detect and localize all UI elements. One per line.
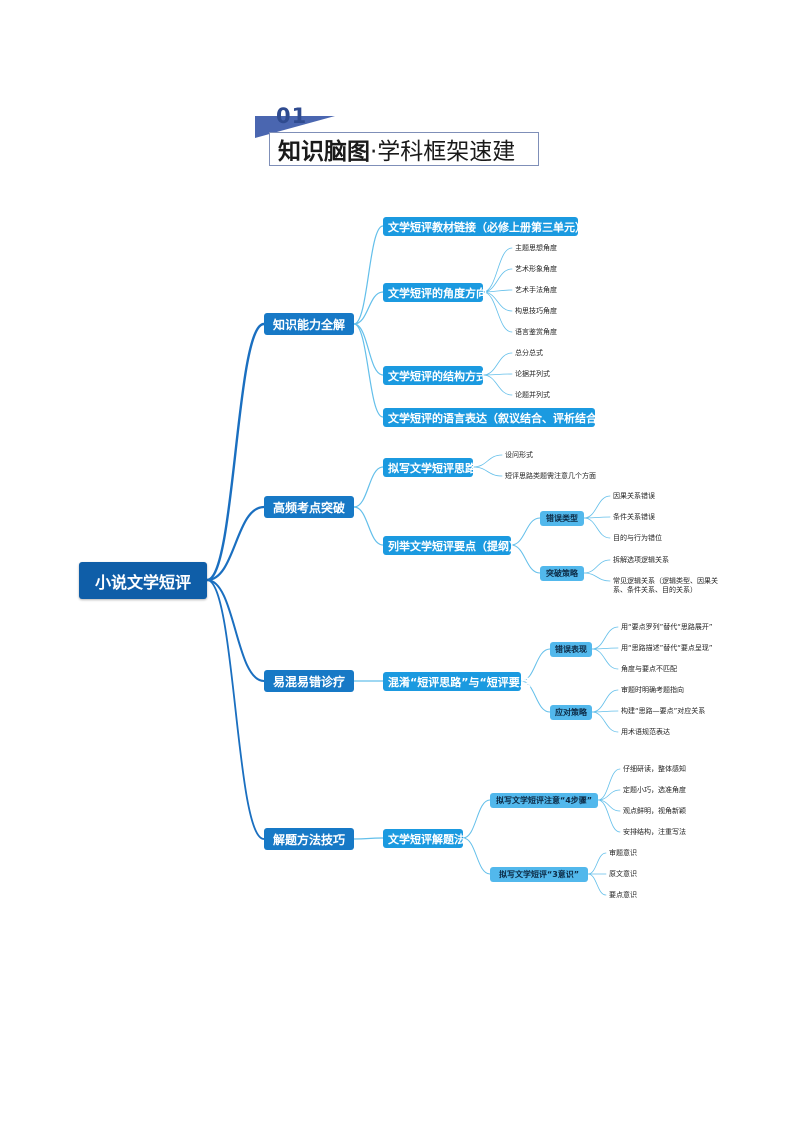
node-outline-ideas: 拟写文学短评思路 — [383, 458, 476, 477]
node-four-steps: 拟写文学短评注意“4步骤” — [490, 793, 598, 808]
leaf-question-form: 设问形式 — [505, 451, 533, 459]
leaf-argument-parallel: 论据并列式 — [515, 370, 550, 378]
node-error-show: 错误表现 — [550, 642, 592, 657]
connector-points-1 — [510, 544, 541, 574]
leaf-angle-mismatch: 角度与要点不匹配 — [621, 665, 677, 673]
section-header: 01 知识脑图 ·学科框架速建 — [255, 104, 545, 168]
branch-confusion: 易混易错诊疗 — [264, 670, 354, 692]
node-structure: 文学短评的结构方式 — [383, 366, 487, 385]
node-language: 文学短评的语言表达（叙议结合、评析结合） — [383, 408, 608, 427]
connector-aware-0 — [587, 852, 607, 875]
connector-errtype-0 — [583, 495, 611, 519]
connector-aware-2 — [587, 873, 607, 896]
leaf-notes: 短评思路类题需注意几个方面 — [505, 472, 596, 480]
connector-ideas-1 — [472, 466, 503, 477]
leaf-conception: 构思技巧角度 — [515, 307, 557, 315]
branch-knowledge: 知识能力全解 — [264, 313, 354, 335]
connector-steps-1 — [597, 789, 621, 801]
node-solve-method: 文学短评解题法 — [383, 829, 465, 848]
leaf-arrange-structure: 安排结构，注重写法 — [623, 828, 686, 836]
leaf-point-awareness: 要点意识 — [609, 891, 637, 899]
leaf-topic-parallel: 论题并列式 — [515, 391, 550, 399]
leaf-image: 艺术形象角度 — [515, 265, 557, 273]
leaf-common-logic: 常见逻辑关系（逻辑类型、因果关系、条件关系、目的关系） — [613, 577, 718, 594]
section-number: 01 — [276, 104, 308, 128]
connector-b1-0 — [353, 225, 384, 325]
leaf-condition-error: 条件关系错误 — [613, 513, 655, 521]
leaf-question-awareness: 审题意识 — [609, 849, 637, 857]
leaf-causal-error: 因果关系错误 — [613, 492, 655, 500]
connector-root-2 — [206, 579, 265, 682]
leaf-theme: 主题思想角度 — [515, 244, 557, 252]
node-three-awareness: 拟写文学短评“3意识” — [490, 867, 588, 882]
connector-strat-2 — [591, 711, 619, 733]
branch-methods: 解题方法技巧 — [264, 828, 354, 850]
leaf-read-question: 审题时明确考题指向 — [621, 686, 684, 694]
header-title-rest: ·学科框架速建 — [370, 139, 516, 165]
connector-strat-0 — [591, 689, 619, 713]
header-title-bold: 知识脑图 — [278, 139, 370, 165]
connector-root-1 — [205, 505, 266, 582]
leaf-read-carefully: 仔细研读，整体感知 — [623, 765, 686, 773]
connector-errshow-0 — [591, 626, 619, 650]
connector-points-0 — [510, 517, 541, 546]
leaf-use-terms: 用术语规范表达 — [621, 728, 670, 736]
connector-steps-0 — [597, 768, 621, 801]
leaf-text-awareness: 原文意识 — [609, 870, 637, 878]
connector-b1-1 — [353, 291, 384, 325]
connector-angle-1 — [482, 268, 513, 293]
leaf-choose-angle: 定题小巧，选准角度 — [623, 786, 686, 794]
connector-steps-2 — [597, 799, 621, 812]
connector-angle-3 — [482, 291, 513, 312]
connector-angle-0 — [482, 247, 513, 293]
connector-solve-0 — [462, 799, 491, 839]
connector-b1-3 — [353, 323, 384, 418]
connector-b2-0 — [353, 466, 384, 508]
connector-steps-3 — [597, 799, 621, 833]
leaf-technique: 艺术手法角度 — [515, 286, 557, 294]
leaf-list-vs-unfold: 用“要点罗列”替代“思路展开” — [621, 623, 713, 631]
connector-errtype-2 — [583, 517, 611, 539]
leaf-build-mapping: 构建“思路—要点”对应关系 — [621, 707, 706, 715]
node-breakthrough: 突破策略 — [540, 566, 584, 581]
leaf-general: 总分总式 — [515, 349, 543, 357]
connector-angle-2 — [482, 289, 513, 293]
header-title-box: 知识脑图 ·学科框架速建 — [269, 132, 539, 166]
connector-root-0 — [205, 322, 266, 582]
connector-errshow-2 — [591, 648, 619, 670]
connector-conf-0 — [520, 648, 551, 682]
connector-b2-1 — [353, 506, 384, 546]
leaf-split-logic: 拆解选项逻辑关系 — [613, 556, 669, 564]
connector-solve-1 — [462, 837, 491, 875]
leaf-describe-vs-present: 用“思路描述”替代“要点呈现” — [621, 644, 713, 652]
node-textbook-link: 文学短评教材链接（必修上册第三单元） — [383, 217, 586, 236]
node-angles: 文学短评的角度方向 — [383, 283, 487, 302]
root-node: 小说文学短评 — [79, 562, 207, 599]
connector-struct-2 — [482, 374, 513, 396]
connector-b4-0 — [353, 837, 384, 840]
connector-break-0 — [583, 559, 611, 574]
leaf-clear-view: 观点鲜明，视角新颖 — [623, 807, 686, 815]
connector-angle-4 — [482, 291, 513, 333]
node-confusion-main: 混淆“短评思路”与“短评要点” — [383, 672, 538, 691]
connector-ideas-0 — [472, 454, 503, 468]
leaf-purpose-mismatch: 目的与行为错位 — [613, 534, 662, 542]
leaf-language-appreciation: 语言鉴赏角度 — [515, 328, 557, 336]
connector-conf-1 — [520, 680, 551, 713]
node-error-types: 错误类型 — [540, 511, 584, 526]
branch-hot-points: 高频考点突破 — [264, 496, 354, 518]
connector-root-3 — [206, 579, 265, 840]
node-outline-points: 列举文学短评要点（提纲） — [383, 536, 520, 555]
connector-struct-0 — [482, 352, 513, 376]
connector-break-1 — [583, 572, 611, 582]
node-strategy: 应对策略 — [550, 705, 592, 720]
